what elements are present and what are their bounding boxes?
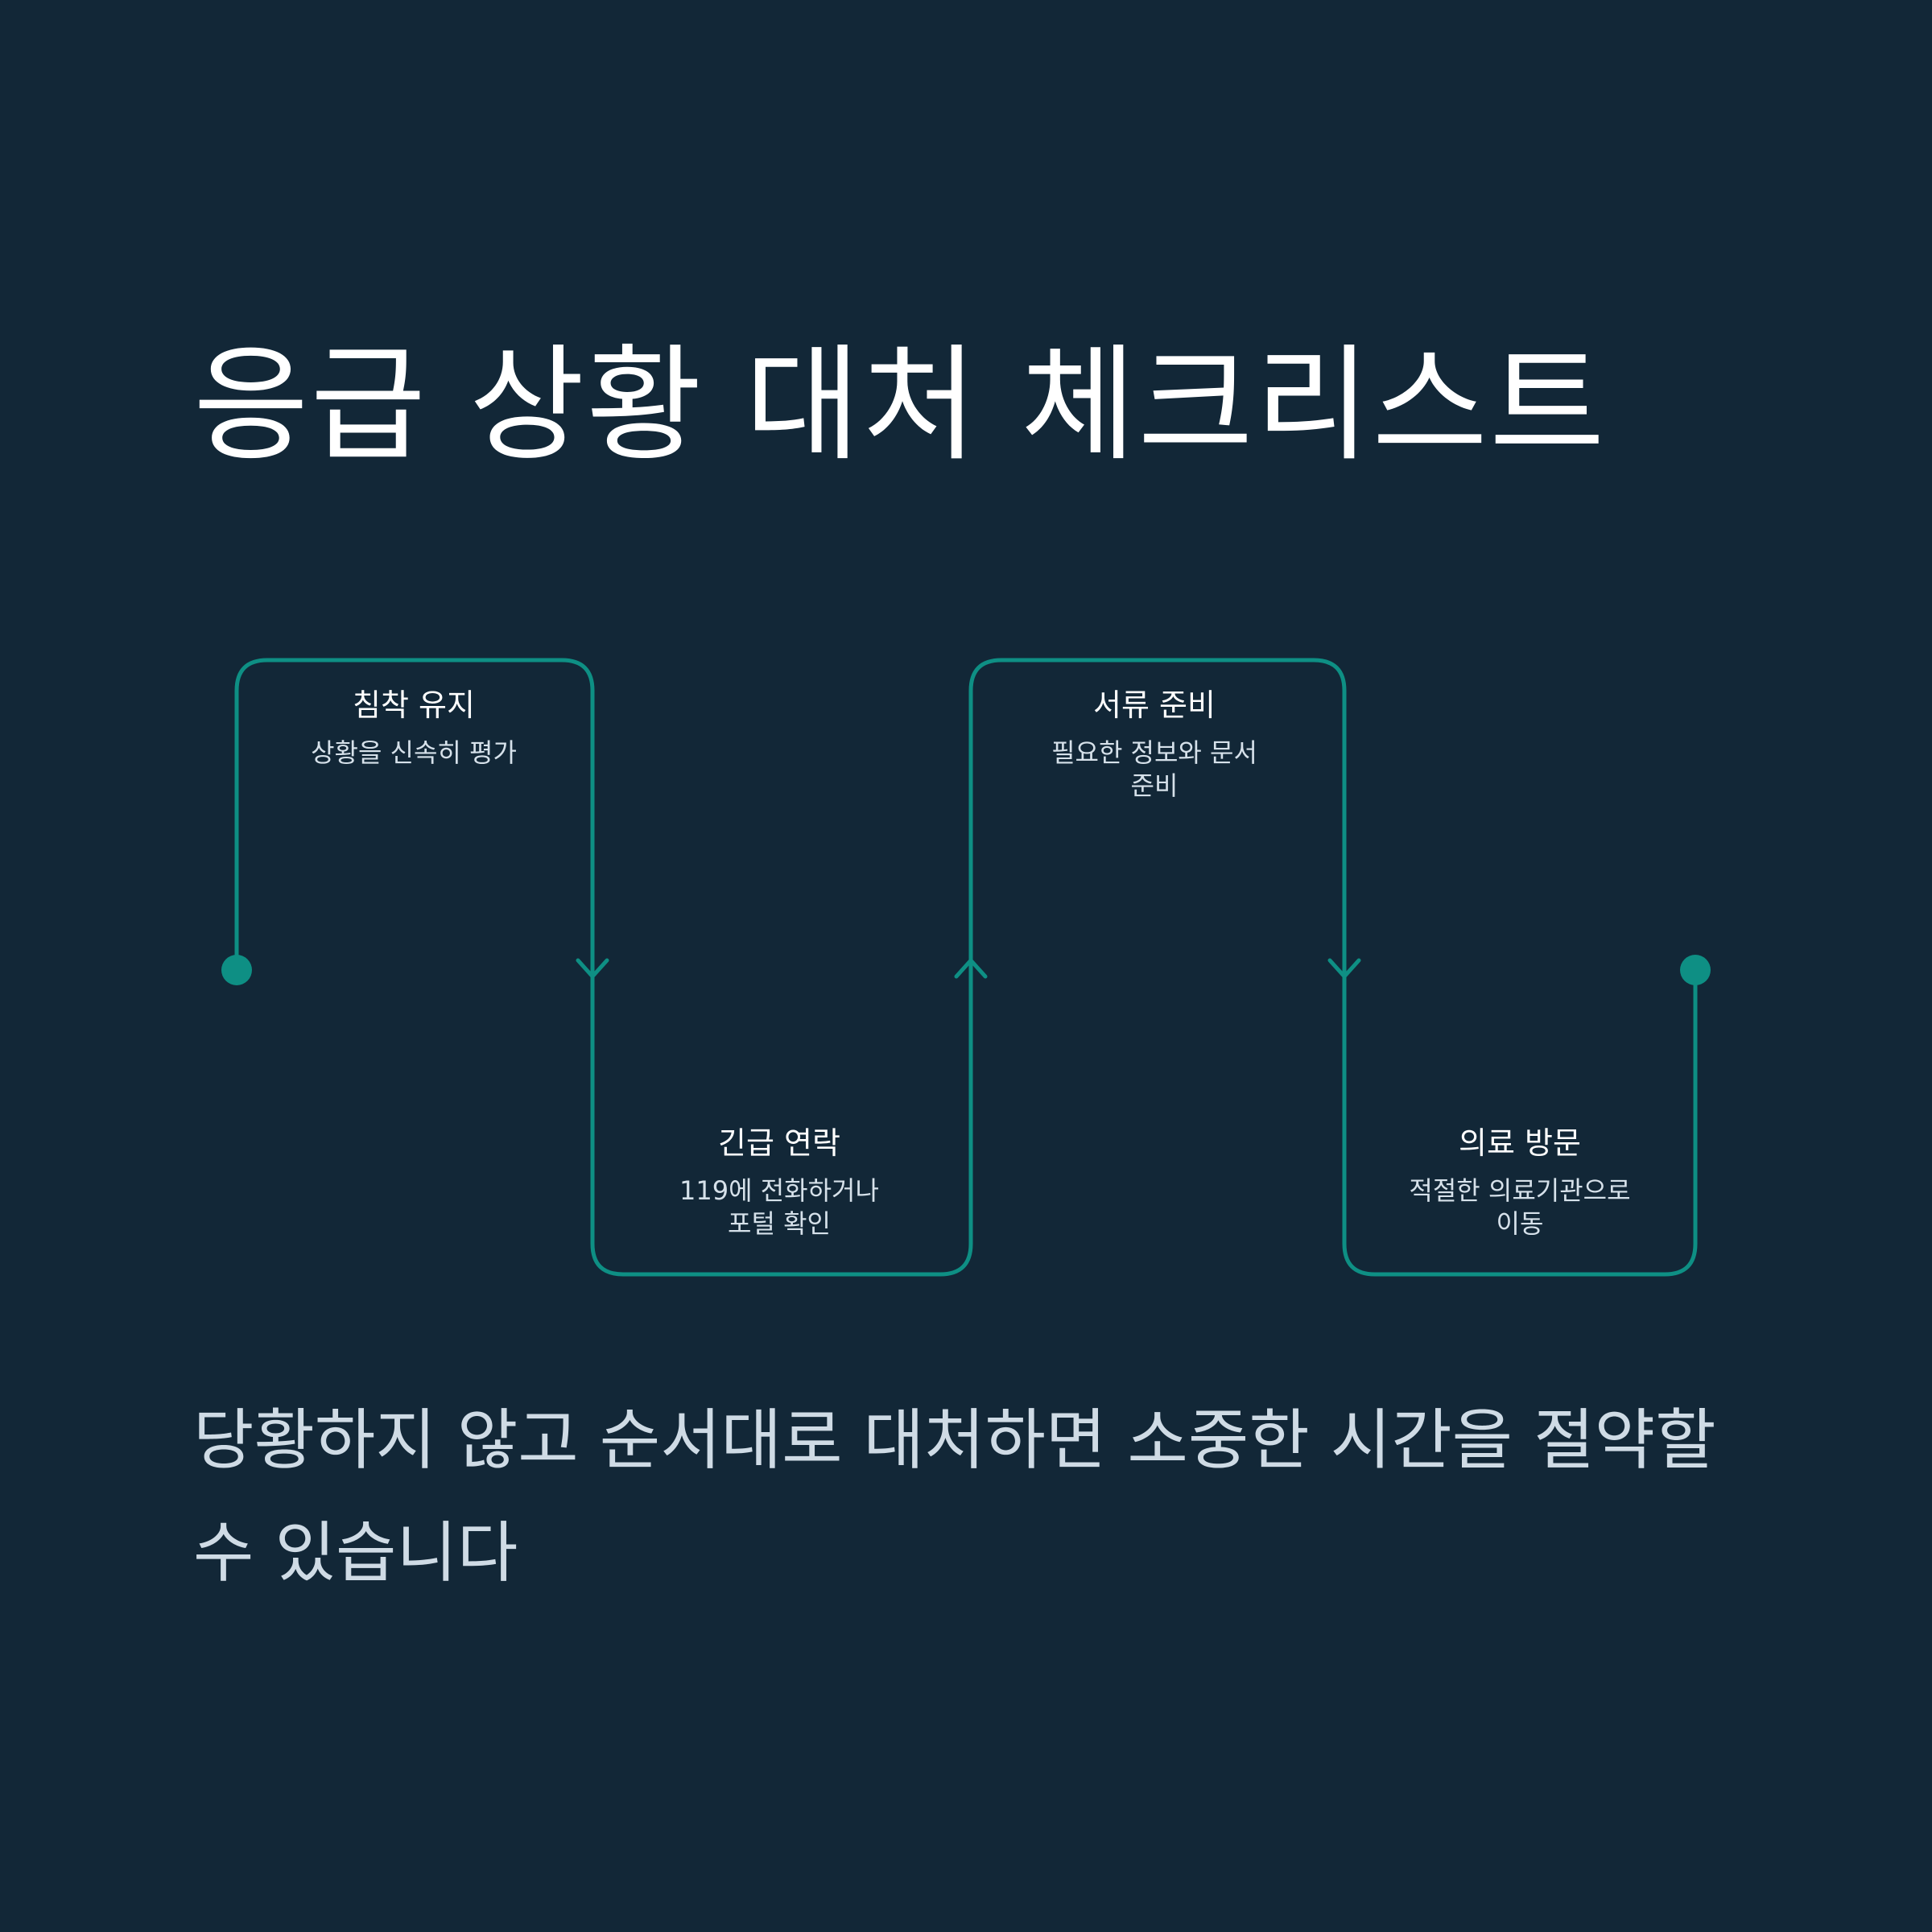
step-2: 긴급 연락 119에 전화하거나 포털 확인: [634, 1125, 924, 1241]
step-3: 서류 준비 필요한 정보와 문서 준비: [1009, 687, 1299, 803]
arrow-down-icon: [576, 958, 609, 979]
end-point: [1680, 955, 1711, 985]
start-point: [221, 955, 252, 985]
flow-path: [234, 658, 1698, 1277]
step-title: 긴급 연락: [718, 1125, 840, 1161]
arrow-down-icon: [1327, 958, 1361, 979]
step-description: 상황을 신속히 평가: [311, 737, 517, 768]
step-title: 의료 방문: [1459, 1125, 1581, 1161]
page-title: 응급 상황 대처 체크리스트: [193, 332, 1607, 478]
summary-text: 당황하지 않고 순서대로 대처하면 소중한 시간을 절약할 수 있습니다: [193, 1402, 1716, 1591]
step-1: 침착 유지 상황을 신속히 평가: [269, 687, 559, 770]
step-title: 침착 유지: [353, 687, 475, 723]
step-title: 서류 준비: [1093, 687, 1216, 723]
step-4: 의료 방문 적절한 의료기관으로 이동: [1375, 1125, 1665, 1241]
step-description: 119에 전화하거나 포털 확인: [679, 1174, 879, 1240]
step-description: 적절한 의료기관으로 이동: [1409, 1174, 1631, 1240]
step-description: 필요한 정보와 문서 준비: [1051, 737, 1257, 802]
arrow-up-icon: [954, 958, 988, 979]
